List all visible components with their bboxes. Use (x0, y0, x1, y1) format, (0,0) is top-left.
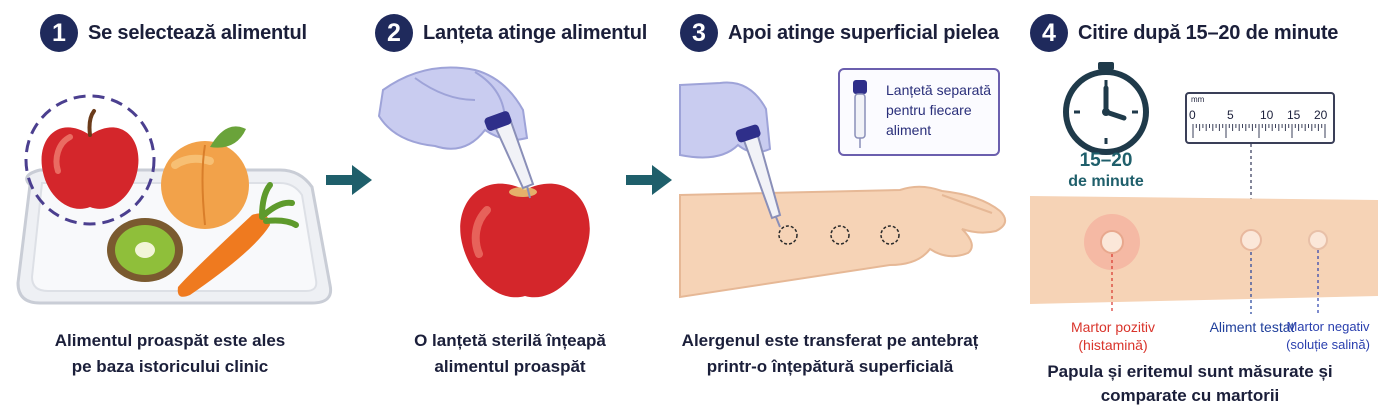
lancet-icon (735, 124, 782, 228)
forearm-lancet-illustration (679, 81, 1007, 299)
marker-negative-label: Martor negativ (soluție salină) (1286, 319, 1370, 352)
forearm-icon (1030, 196, 1378, 314)
ruler-tick-5: 5 (1227, 108, 1234, 122)
timer-label: 15–20 de minute (1068, 150, 1144, 190)
lancet-icon (853, 80, 867, 148)
step-2-header: 2 Lanțeta atinge alimentul (375, 14, 647, 52)
marker-positive-label: Martor pozitiv (histamină) (1070, 319, 1156, 353)
lancet-apple-illustration (377, 66, 590, 298)
test-site-circle (830, 225, 850, 245)
carrot-icon (177, 182, 299, 297)
step-3-caption: Alergenul este transferat pe antebraț pr… (681, 331, 979, 376)
ruler-unit: mm (1191, 95, 1205, 104)
step-2-title: Lanțeta atinge alimentul (423, 21, 648, 44)
step-4-title: Citire după 15–20 de minute (1078, 21, 1339, 44)
step-1-title: Se selectează alimentul (88, 21, 307, 44)
lancet-icon (484, 111, 535, 199)
step-4-header: 4 Citire după 15–20 de minute (1030, 14, 1338, 52)
step-2: 2 Lanțeta atinge alimentul O lanțetă ste… (355, 0, 665, 411)
selection-circle-icon (24, 94, 156, 226)
ruler-tick-10: 10 (1260, 108, 1274, 122)
step-4-badge: 4 (1030, 14, 1068, 52)
forearm-icon (679, 185, 1007, 299)
step-1-header: 1 Se selectează alimentul (40, 14, 307, 52)
stopwatch-icon (1063, 62, 1149, 155)
arrow-right-icon (626, 165, 672, 195)
step-1-caption: Alimentul proaspăt este ales pe baza ist… (54, 331, 286, 376)
ruler-icon: mm 0 5 10 15 20 (1185, 92, 1335, 144)
arrow-right-icon (326, 165, 372, 195)
step-2-caption: O lanțetă sterilă înțeapă alimentul proa… (414, 331, 606, 376)
food-tray-illustration (16, 94, 333, 305)
test-site-circle (778, 225, 798, 245)
apple-icon (460, 183, 590, 298)
kiwi-icon (107, 218, 183, 282)
step-2-badge: 2 (375, 14, 413, 52)
step-1-badge: 1 (40, 14, 78, 52)
step-3-header: 3 Apoi atinge superficial pielea (680, 14, 999, 52)
step-3-title: Apoi atinge superficial pielea (728, 21, 999, 44)
test-site-circle (880, 225, 900, 245)
step-3: 3 Apoi atinge superficial pielea (679, 0, 1020, 411)
step-1: 1 Se selectează alimentul (0, 0, 340, 411)
step-4-caption: Papula și eritemul sunt măsurate și comp… (1047, 362, 1333, 405)
step-4: 4 Citire după 15–20 de minute 15–20 de m… (1030, 0, 1378, 411)
ruler-scale (1192, 124, 1326, 138)
marker-tested-label: Aliment testat (1209, 319, 1295, 335)
ruler-tick-0: 0 (1189, 108, 1196, 122)
ruler-tick-15: 15 (1287, 108, 1301, 122)
callout-box: Lanțetă separată pentru fiecare aliment (838, 68, 1000, 156)
ruler-tick-20: 20 (1314, 108, 1328, 122)
apple-icon (41, 109, 139, 209)
callout-text: Lanțetă separată pentru fiecare aliment (886, 82, 992, 138)
step-3-badge: 3 (680, 14, 718, 52)
peach-icon (161, 126, 249, 229)
